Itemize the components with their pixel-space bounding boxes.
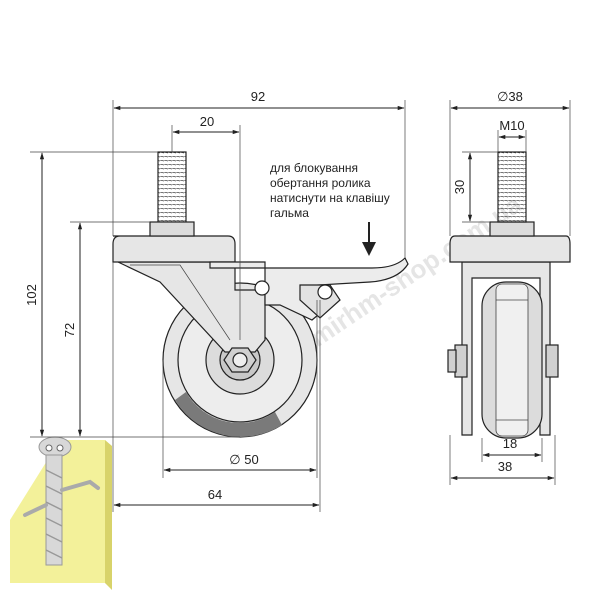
fork-body: [117, 261, 266, 353]
down-arrow-icon: [362, 222, 376, 256]
dim-thread: M10: [499, 118, 524, 133]
mount-plate: [112, 235, 236, 263]
note-line-2: обертання ролика: [270, 176, 371, 190]
dim-total-width: 92: [251, 89, 265, 104]
dim-total-height: 102: [24, 284, 39, 306]
brake-note: для блокування обертання ролика натиснут…: [270, 161, 390, 220]
dim-wheel-diameter: ∅ 50: [229, 452, 258, 467]
side-threaded-stem: [497, 151, 527, 223]
dim-thread-length: 30: [452, 180, 467, 194]
dim-base-width: 64: [208, 487, 222, 502]
front-view: [112, 151, 409, 438]
note-line-3: натиснути на клавішу: [270, 191, 390, 205]
dim-plate-diameter: ∅38: [497, 89, 523, 104]
note-line-1: для блокування: [270, 161, 358, 175]
dim-wheel-width: 18: [503, 436, 517, 451]
note-line-4: гальма: [270, 206, 309, 220]
dim-mount-height: 72: [62, 323, 77, 337]
side-plate: [449, 235, 571, 263]
dimension-lines: [30, 100, 571, 512]
dim-side-width: 38: [498, 459, 512, 474]
side-view: [447, 151, 571, 439]
screw-mascot-logo: [10, 436, 112, 590]
threaded-stem: [157, 151, 187, 223]
dim-stem-offset: 20: [200, 114, 214, 129]
